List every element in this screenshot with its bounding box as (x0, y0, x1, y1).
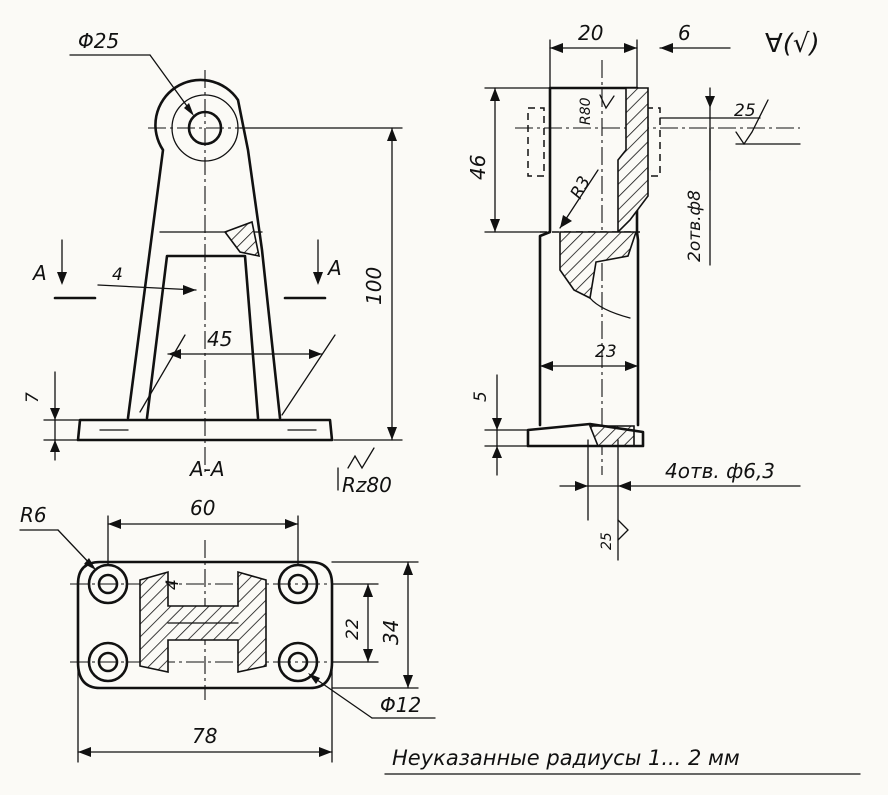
dim22-arrow-bottom (363, 649, 373, 662)
dim100-arrow-bottom (387, 427, 397, 440)
r6-arrow (84, 558, 96, 570)
dim-phi12: Φ12 (380, 693, 421, 717)
note-text: Неуказанные радиусы 1... 2 мм (392, 746, 740, 770)
dim-r6: R6 (20, 503, 47, 527)
dim-r80: R80 (578, 97, 594, 125)
plan-hole-br (287, 651, 309, 673)
dim-25-bottom: 25 (599, 532, 615, 550)
rz80-symbol (347, 447, 375, 470)
section-a-right-label: A (326, 256, 342, 280)
dim-4-plan: 4 (163, 579, 183, 590)
dim-5: 5 (471, 391, 491, 402)
dim-2-holes-8: 2отв.ф8 (685, 190, 705, 262)
dim7-arrow-bottom (50, 440, 60, 452)
dim20-arrow-left (550, 43, 563, 53)
dim-7: 7 (23, 392, 43, 403)
dim6-arrow (660, 43, 673, 53)
plan-boss-bl (87, 641, 129, 683)
dim-100: 100 (362, 267, 386, 305)
roughness-rz80: Rz80 (342, 473, 392, 497)
side-view: 20 6 ∀(√) 46 R80 R3 25 2отв.ф8 (466, 21, 820, 561)
plan-hole-tl (97, 573, 119, 595)
front-hole (187, 110, 223, 146)
section-a-right-arrow (313, 272, 323, 285)
dim60-arrow-left (108, 519, 121, 529)
dim45-ext-left (139, 334, 186, 413)
dim7-arrow-top (50, 408, 60, 420)
plan-i-section (139, 570, 267, 673)
dim-4-front: 4 (112, 265, 123, 285)
dim45-ext-right (281, 334, 336, 416)
front-base-plate (76, 418, 334, 442)
dim-60: 60 (190, 496, 215, 520)
phi12-arrow (308, 673, 320, 684)
front-outline (126, 78, 282, 420)
section-title: A-A (188, 457, 225, 481)
side-base-flange (526, 422, 645, 448)
dim46-arrow-top (490, 88, 500, 101)
dim-20: 20 (578, 21, 603, 45)
phi25-arrow (184, 103, 194, 116)
dim22-arrow-top (363, 584, 373, 597)
holes63-arrow-right (618, 481, 631, 491)
dim4-front-line (97, 284, 197, 291)
dim78-arrow-right (319, 747, 332, 757)
dim-46: 46 (466, 155, 490, 180)
general-note: Неуказанные радиусы 1... 2 мм (384, 746, 861, 775)
dim46-arrow-bottom (490, 219, 500, 232)
dim5-arrow-top (492, 418, 502, 430)
phi12-leader (309, 674, 373, 719)
dim4-front-arrow (183, 285, 196, 295)
plan-view: R6 60 4 22 34 Φ12 78 (19, 496, 436, 763)
dim-23: 23 (595, 342, 617, 362)
dim-78: 78 (192, 724, 217, 748)
section-a-left-label: A (31, 261, 47, 285)
side-top-boss-section (617, 87, 649, 234)
dim-25-top: 25 (734, 101, 756, 121)
front-view: Φ25 A A 4 45 7 100 A (23, 29, 403, 497)
plan-boss-br (277, 641, 319, 683)
dim5-arrow-bottom (492, 446, 502, 458)
dim-phi25: Φ25 (78, 29, 119, 53)
r80-symbol (599, 94, 615, 110)
plan-hole-tr (287, 573, 309, 595)
phi25-leader (149, 54, 193, 114)
r3-arrow (560, 215, 572, 228)
dim23-arrow-left (540, 361, 553, 371)
dim25-bottom-roughness (617, 519, 629, 541)
plan-outline (76, 560, 334, 690)
dim34-arrow-top (403, 562, 413, 575)
dim25-top-arrow (705, 96, 715, 108)
dim34-arrow-bottom (403, 675, 413, 688)
dim60-arrow-right (285, 519, 298, 529)
general-roughness: ∀(√) (765, 29, 820, 59)
plan-hole-bl (97, 651, 119, 673)
dim-34: 34 (379, 620, 403, 645)
dim23-arrow-right (625, 361, 638, 371)
side-hole-right (645, 107, 661, 177)
side-fillet (589, 297, 631, 319)
dim45-arrow-right (309, 349, 322, 359)
dim100-arrow-top (387, 128, 397, 141)
dim20-arrow-right (624, 43, 637, 53)
dim-22: 22 (343, 618, 363, 640)
dim78-arrow-left (78, 747, 91, 757)
front-rib-section (223, 220, 261, 258)
section-a-left-arrow (57, 272, 67, 285)
dim-45: 45 (207, 327, 232, 351)
dim25-top-roughness (735, 99, 769, 146)
dim-4-holes-63: 4отв. ф6,3 (665, 459, 775, 483)
dim-r3: R3 (567, 173, 595, 202)
side-hole-left (527, 107, 545, 177)
front-inner-window (145, 254, 260, 420)
dim-6: 6 (678, 21, 691, 45)
holes63-arrow-left (575, 481, 588, 491)
front-boss (171, 94, 239, 162)
side-web-section (559, 231, 638, 300)
